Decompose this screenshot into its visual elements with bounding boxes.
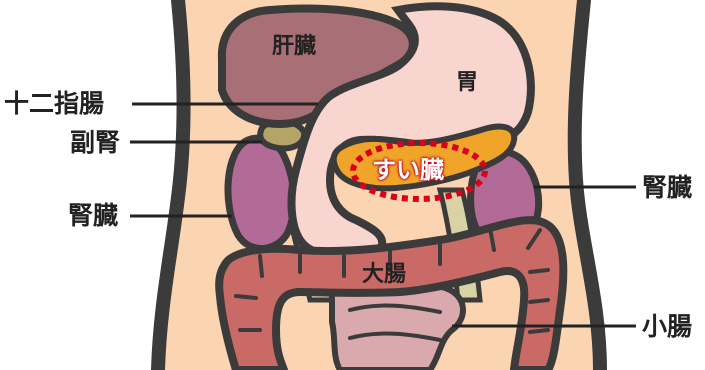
stomach-organ [287, 2, 535, 263]
large-intestine-haustra [234, 226, 550, 334]
duodenum-label: 十二指腸 [4, 89, 105, 118]
large-intestine-label: 大腸 [362, 262, 407, 287]
pancreas-label: すい臓 [372, 156, 444, 184]
small-intestine-folds [348, 303, 442, 342]
pancreas-highlight-ring [350, 140, 488, 202]
torso-left-outline [151, 0, 191, 370]
adrenal-label: 副腎 [70, 128, 121, 157]
small-intestine-label: 小腸 [642, 312, 693, 341]
large-intestine-organ [215, 216, 568, 370]
torso-right-outline [567, 0, 607, 370]
kidney-left-label: 腎臓 [68, 201, 119, 230]
liver-label: 肝臓 [272, 34, 317, 59]
kidney-left-organ [224, 134, 298, 253]
stomach-label: 胃 [456, 70, 479, 95]
kidney-right-label: 腎臓 [642, 173, 693, 202]
